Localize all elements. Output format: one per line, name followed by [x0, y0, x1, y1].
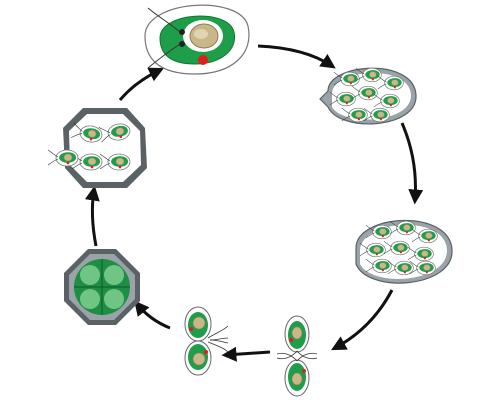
mini-cell [387, 260, 414, 276]
mini-cell [363, 107, 390, 123]
mini-cell [389, 220, 416, 236]
arrow-hypnozygote-to-meiotic [84, 185, 100, 247]
mini-cell [377, 75, 404, 91]
meiotic-products [47, 108, 147, 188]
mini-cell [365, 258, 392, 274]
cycle-arrows [84, 44, 424, 362]
arrow-meiotic-to-vegetative [118, 67, 165, 101]
gamete-lower [276, 352, 318, 397]
gamete-fusion [276, 315, 318, 397]
mini-cell [99, 153, 131, 171]
mini-cell [355, 67, 382, 83]
gametangium [355, 219, 453, 284]
mini-cell [411, 228, 438, 244]
gamete-upper [276, 315, 318, 360]
mini-cell [47, 149, 79, 167]
mini-cell [329, 91, 356, 107]
vegetative-cell [144, 4, 250, 75]
arrow-fusion-to-planozygote [221, 346, 271, 362]
mini-cell [365, 224, 392, 240]
hypnozygote [64, 249, 140, 325]
mini-cell [98, 123, 131, 143]
zoospore-cluster [329, 67, 404, 123]
mini-cell [359, 242, 386, 258]
meiospore-cluster [47, 122, 131, 171]
arrow-gametangium-to-fusion [331, 289, 394, 351]
gamete-cluster [359, 220, 438, 276]
mini-cell [341, 107, 368, 123]
mini-cell [333, 71, 360, 87]
mini-cell [351, 85, 378, 101]
mini-cell [71, 153, 103, 171]
arrow-vegetative-to-zoosporangium [257, 44, 336, 69]
mini-cell [409, 260, 436, 276]
arrow-planozygote-to-hypnozygote [134, 300, 171, 330]
planozygote [184, 306, 229, 376]
mini-cell [407, 246, 434, 262]
zoospore-release [319, 67, 417, 125]
mini-cell [373, 93, 400, 109]
mini-cell [70, 122, 103, 143]
arrow-zoosporangium-to-gametangium [400, 122, 424, 205]
